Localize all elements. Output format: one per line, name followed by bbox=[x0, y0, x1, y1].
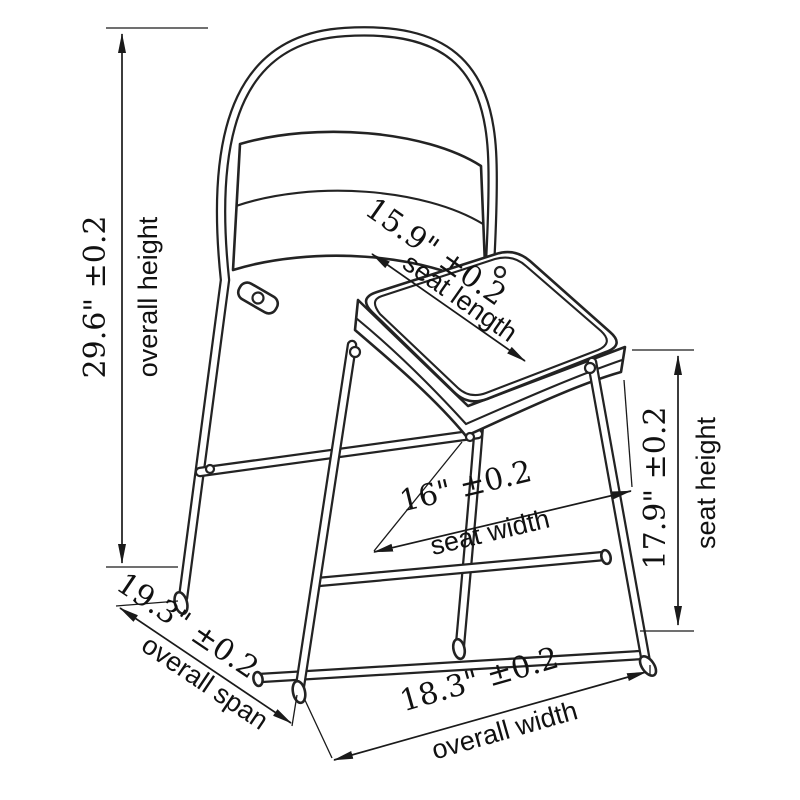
overall-height-value: 29.6" ±0.2 bbox=[78, 216, 113, 379]
dimension-overall-height: 29.6" ±0.2 overall height bbox=[78, 27, 208, 568]
seat-width-label: seat width bbox=[427, 503, 552, 561]
dimension-seat-height: 17.9" ±0.2 seat height bbox=[632, 349, 721, 632]
seat-width-dimension-line bbox=[373, 490, 632, 553]
front-leg-left bbox=[294, 339, 358, 692]
overall-span-dimension-line bbox=[119, 607, 292, 724]
overall-span-ext-top bbox=[115, 600, 179, 607]
overall-width-ext-left bbox=[303, 697, 333, 759]
dimension-overall-span: 19.3" ±0.2 overall span bbox=[110, 566, 298, 736]
overall-span-ext-bottom bbox=[291, 694, 298, 727]
seat-height-value: 17.9" ±0.2 bbox=[638, 407, 673, 570]
overall-width-dimension-line bbox=[333, 671, 647, 761]
seat-height-label: seat height bbox=[691, 416, 721, 549]
overall-height-label: overall height bbox=[133, 216, 163, 377]
seat-width-value: 16" ±0.2 bbox=[396, 454, 535, 519]
front-bottom-brace bbox=[254, 649, 648, 684]
seat-width-ext-right bbox=[623, 379, 633, 488]
chair-illustration bbox=[173, 26, 658, 705]
seat-length-dimension-line bbox=[371, 253, 526, 362]
front-mid-brace bbox=[312, 550, 610, 588]
